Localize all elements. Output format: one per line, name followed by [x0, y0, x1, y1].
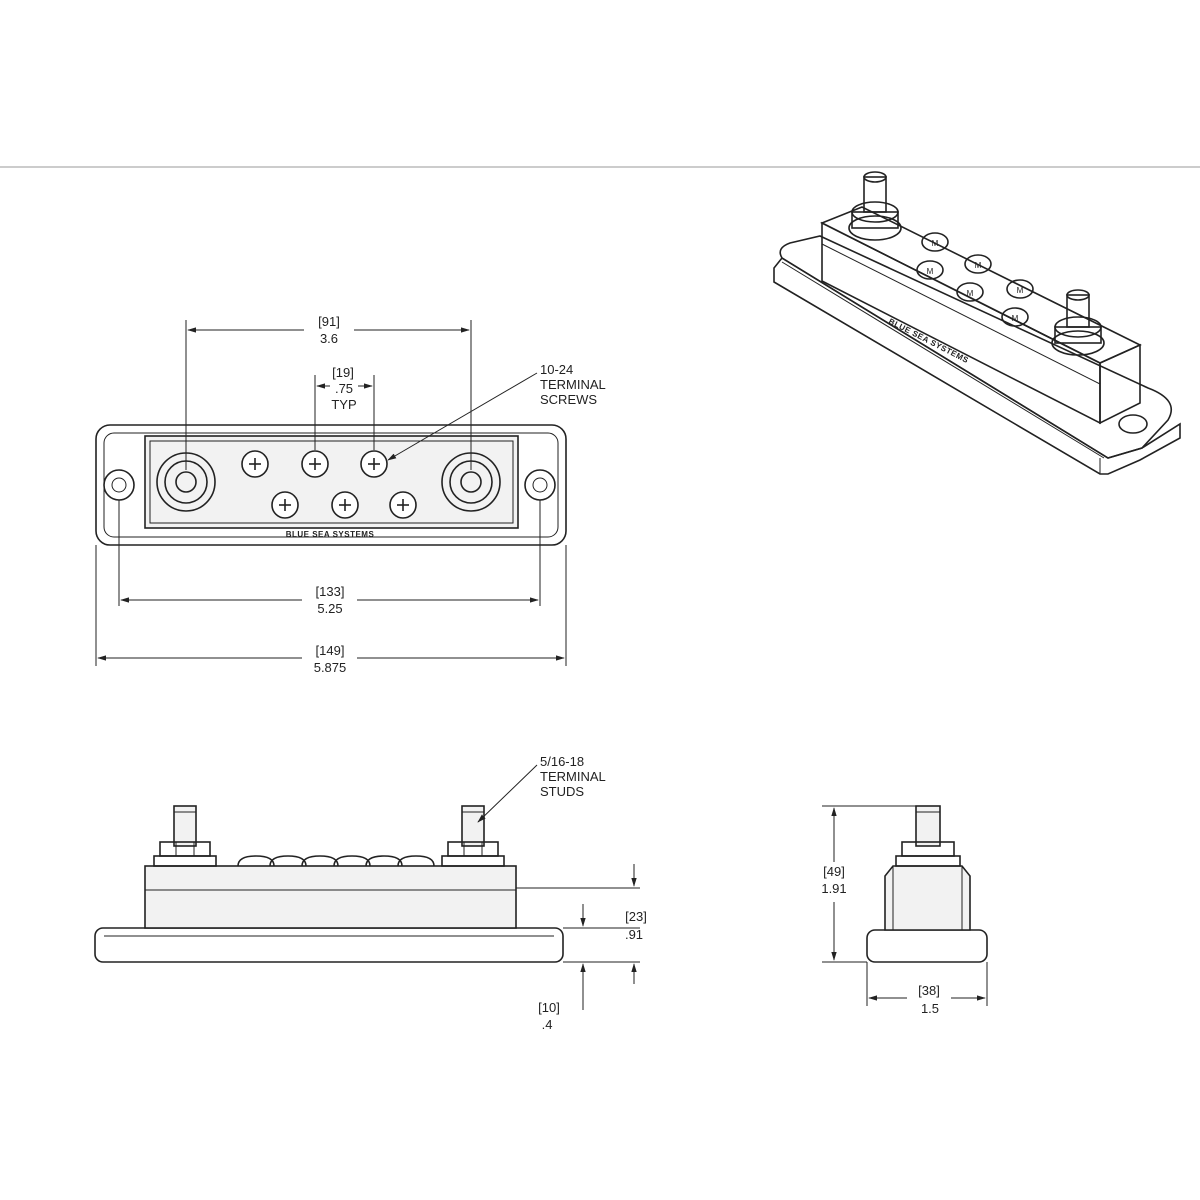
stud-left-top [156, 452, 216, 512]
iso-screws: M M M M M M [916, 232, 1034, 327]
side-stud-left [153, 805, 217, 867]
dim-body-height-inch: .91 [625, 927, 643, 942]
dim-terminal-spacing-mm: [91] [318, 314, 340, 329]
dim-terminal-spacing-inch: 3.6 [320, 331, 338, 346]
iso-base-top [779, 235, 1173, 459]
brand-label: BLUE SEA SYSTEMS [286, 530, 375, 539]
dim-screw-pitch-inch: .75 [335, 381, 353, 396]
end-stud [895, 805, 961, 867]
screw-callout-line-1: 10-24 [540, 362, 573, 377]
svg-text:M: M [967, 289, 974, 298]
screw-callout-line-2: TERMINAL [540, 377, 606, 392]
svg-text:M: M [1012, 314, 1019, 323]
dim-screw-pitch-note: TYP [331, 397, 356, 412]
iso-body-end [1099, 343, 1141, 425]
stud-callout-line-3: STUDS [540, 784, 584, 799]
screw-callout-line-3: SCREWS [540, 392, 597, 407]
base-plate-outline [95, 424, 567, 546]
iso-base-front [773, 256, 1181, 475]
dim-base-height-inch: .4 [542, 1017, 553, 1032]
dim-width-inch: 1.5 [921, 1001, 939, 1016]
terminal-screw [360, 450, 388, 478]
top-view: BLUE SEA SYSTEMS [91] 3.6 [19] .75 TYP 1… [95, 314, 606, 675]
terminal-screw [331, 491, 359, 519]
svg-text:M: M [1017, 286, 1024, 295]
isometric-view: BLUE SEA SYSTEMS M M M M M M [773, 171, 1181, 475]
iso-brand-label: BLUE SEA SYSTEMS [887, 317, 970, 365]
stud-callout-line-1: 5/16-18 [540, 754, 584, 769]
mount-hole-left [103, 469, 135, 501]
iso-mount-hole [1118, 414, 1148, 434]
dim-width-mm: [38] [918, 983, 940, 998]
dim-mount-holes-inch: 5.25 [317, 601, 342, 616]
end-view: [49] 1.91 [38] 1.5 [821, 805, 988, 1016]
terminal-screw [389, 491, 417, 519]
dim-overall-height-inch: 1.91 [821, 881, 846, 896]
mount-hole-right [524, 469, 556, 501]
svg-text:M: M [927, 267, 934, 276]
stud-callout-line-2: TERMINAL [540, 769, 606, 784]
terminal-block-top [149, 440, 514, 524]
end-base-plate [866, 929, 988, 963]
iso-body-top [820, 206, 1142, 364]
side-base-plate [94, 927, 564, 963]
terminal-screw [271, 491, 299, 519]
dim-overall-length-mm: [149] [316, 643, 345, 658]
svg-text:M: M [975, 261, 982, 270]
side-terminal-body [144, 865, 517, 929]
iso-stud-left [848, 171, 902, 241]
dim-overall-height-mm: [49] [823, 864, 845, 879]
iso-stud-right [1051, 289, 1105, 356]
terminal-screw [301, 450, 329, 478]
terminal-screw [241, 450, 269, 478]
end-terminal-body [884, 865, 971, 931]
side-stud-right [441, 805, 505, 867]
dim-body-height-mm: [23] [625, 909, 647, 924]
side-view: 5/16-18 TERMINAL STUDS [23] .91 [10] .4 [94, 754, 647, 1032]
side-screw-heads [237, 855, 435, 867]
dim-screw-pitch-mm: [19] [332, 365, 354, 380]
dim-mount-holes-mm: [133] [316, 584, 345, 599]
svg-text:M: M [932, 239, 939, 248]
dim-overall-length-inch: 5.875 [314, 660, 347, 675]
dim-base-height-mm: [10] [538, 1000, 560, 1015]
